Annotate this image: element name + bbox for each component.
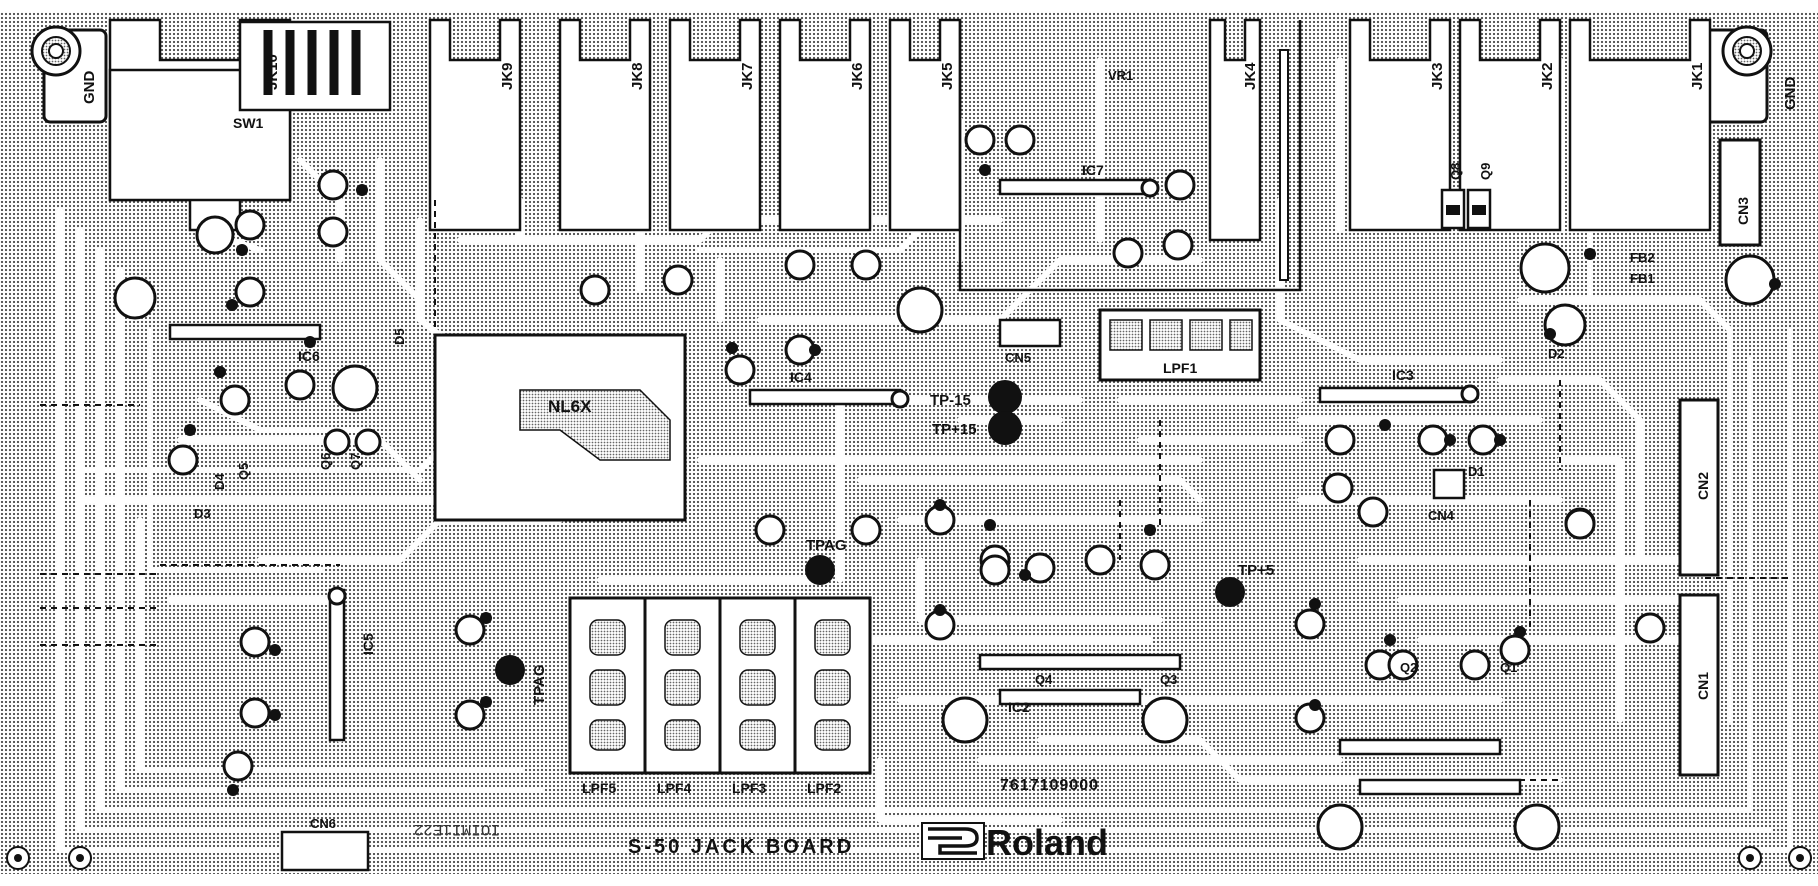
lpf1-label: LPF1	[1163, 360, 1197, 376]
q2-label: Q2	[1400, 660, 1417, 675]
ic6-label: IC6	[298, 348, 320, 364]
lpf4-label: LPF4	[657, 780, 691, 796]
q2-q1-lower-strip	[1358, 778, 1522, 796]
cn2-label: CN2	[1695, 472, 1711, 500]
board-title-label: S-50 JACK BOARD	[628, 836, 854, 858]
ic4-label: IC4	[790, 369, 812, 385]
q3-label: Q3	[1160, 672, 1177, 687]
mirror-text-label: IOIMI1E22	[414, 820, 500, 838]
q5-label: Q5	[236, 463, 251, 480]
switch-label-sw1: SW1	[233, 115, 264, 131]
tpag-label-1: TPAG	[806, 537, 847, 554]
lpf5-label: LPF5	[582, 780, 616, 796]
ic3-label: IC3	[1392, 367, 1414, 383]
d1-label: D1	[1468, 464, 1485, 479]
cn5-label: CN5	[1005, 350, 1031, 365]
ic7-label: IC7	[1082, 162, 1104, 178]
board-footer: 7617109000 S-50 JACK BOARD IOIMI1E22 Rol…	[414, 777, 1108, 863]
tp-minus15-label: TP-15	[930, 392, 971, 409]
ic6-body	[168, 323, 322, 341]
d2-label: D2	[1548, 346, 1565, 361]
lpf2-label: LPF2	[807, 780, 841, 796]
component-pads	[113, 124, 1776, 851]
jack-outlines	[108, 18, 1712, 292]
test-points: TP-15 TP+15 TP+5 TPAG TPAG	[495, 380, 1274, 705]
q7-label: Q7	[348, 453, 363, 470]
jack-label-jk2: JK2	[1539, 62, 1556, 90]
tpag-label-2: TPAG	[531, 664, 548, 705]
q6-label: Q6	[318, 453, 333, 470]
fb1-label: FB1	[1630, 271, 1655, 286]
jack-label-jk4: JK4	[1242, 62, 1259, 90]
ic2-label: IC2	[1008, 699, 1030, 715]
nl6x-label: NL6X	[548, 397, 592, 416]
connectors: CN2 CN1 CN3 CN4 CN5 CN6	[280, 138, 1762, 872]
q1-label: Q1	[1500, 660, 1517, 675]
brand-label: Roland	[986, 822, 1108, 863]
jack-label-jk1: JK1	[1689, 62, 1706, 90]
solder-dots	[184, 164, 1781, 796]
jumper-lines	[40, 200, 1790, 781]
jack-labels: JK10 JK9 JK8 JK7 JK6 JK5 JK4 JK3 JK2 JK1…	[233, 54, 1706, 131]
tp-plus15-label: TP+15	[932, 421, 977, 438]
jack-label-jk3: JK3	[1429, 62, 1446, 90]
d4-label: D4	[212, 473, 227, 490]
cn6-label: CN6	[310, 816, 336, 831]
ic2-body	[998, 688, 1142, 706]
vr1-label: VR1	[1108, 68, 1133, 83]
jack-label-jk6: JK6	[849, 62, 866, 90]
d3-label: D3	[194, 506, 211, 521]
ic5-label: IC5	[360, 633, 376, 655]
cn4-label: CN4	[1428, 508, 1455, 523]
jack-label-jk5: JK5	[939, 62, 956, 90]
cn1-label: CN1	[1695, 672, 1711, 700]
gnd-mount-right: GND	[1703, 25, 1799, 124]
q2-q1-strip	[1338, 738, 1502, 756]
jack-label-jk7: JK7	[739, 62, 756, 90]
nl6x-module: NL6X	[433, 333, 687, 522]
ic-strips	[168, 178, 1522, 796]
gnd-label-left: GND	[81, 71, 98, 105]
lpf3-label: LPF3	[732, 780, 766, 796]
q8-label: Q8	[1448, 163, 1463, 180]
gnd-mount-left: GND	[30, 25, 108, 124]
ic-labels: IC2 IC3 IC4 IC5 IC6 IC7	[298, 162, 1414, 715]
jack-label-jk8: JK8	[629, 62, 646, 90]
q9-label: Q9	[1478, 163, 1493, 180]
roland-logo: Roland	[921, 822, 1108, 863]
bottom-mounting-holes	[6, 846, 1812, 870]
ic5-body	[328, 588, 346, 742]
fb2-label: FB2	[1630, 250, 1655, 265]
jack-label-jk10: JK10	[264, 54, 281, 90]
jack-label-jk9: JK9	[499, 62, 516, 90]
q4-label: Q4	[1035, 672, 1053, 687]
cn3-label: CN3	[1735, 197, 1751, 225]
part-labels: VR1 FB1 FB2 D1 D2 D3 D4 D5 Q1 Q2 Q3 Q4 Q…	[194, 68, 1655, 687]
ic7-body	[998, 178, 1152, 196]
ic4-body	[748, 388, 902, 406]
lpf1-module: LPF1	[1098, 308, 1262, 382]
part-number-label: 7617109000	[1000, 777, 1099, 794]
tp-plus5-label: TP+5	[1238, 562, 1274, 579]
ic3-body	[1318, 386, 1472, 404]
gnd-label-right: GND	[1782, 77, 1799, 111]
q8-q9-packages	[1440, 188, 1492, 230]
lpf-blocks: LPF5 LPF4 LPF3 LPF2	[568, 596, 872, 796]
d5-label: D5	[392, 328, 407, 345]
q4-q3-strip	[978, 653, 1182, 671]
